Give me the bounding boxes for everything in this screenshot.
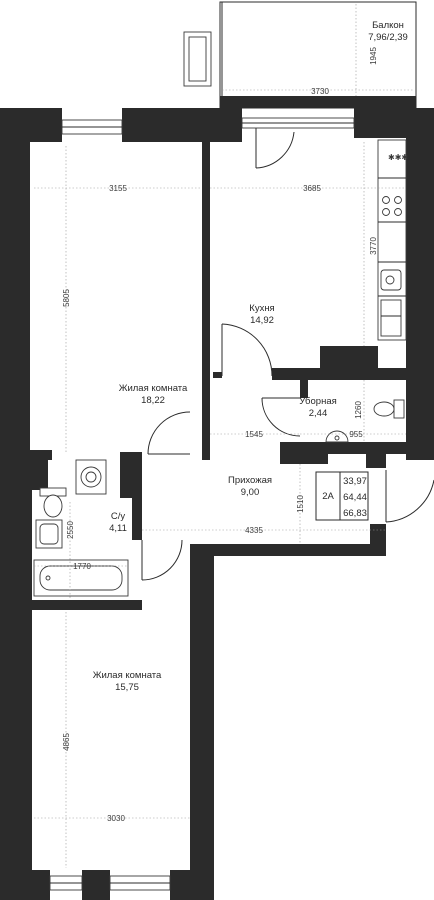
living-area-value: 33,97 [343,476,367,487]
living1-name: Жилая комната [119,383,188,394]
dim-living1-width: 3155 [109,184,127,193]
balcony-name: Балкон [372,20,404,31]
dim-toilet-depth: 1260 [354,401,363,419]
svg-text:✱✱✱: ✱✱✱ [388,153,408,162]
dim-living1-depth: 5805 [62,289,71,307]
dim-living2-width: 3030 [107,814,125,823]
dim-bath-depth: 2550 [66,521,75,539]
dim-living2-depth: 4865 [62,733,71,751]
dim-bath-width: 1770 [73,562,91,571]
bathroom-name: С/у [111,511,126,522]
door-swing-icon [141,128,434,581]
dim-kitchen-width: 3685 [303,184,321,193]
bath-sink-icon [35,519,63,549]
living2-area: 15,75 [115,682,139,693]
bathroom-area: 4,11 [109,523,127,534]
small-sink-icon [325,430,349,443]
dim-hall-width: 4335 [245,526,263,535]
fridge-icon [380,299,402,337]
kitchen-name: Кухня [249,303,274,314]
hallway-area: 9,00 [241,487,260,498]
stove-icon: ✱✱✱ [382,153,408,216]
dim-corridor-width: 1545 [245,430,263,439]
bathtub-icon [33,559,129,597]
washing-machine-icon [75,459,107,495]
kitchen-area: 14,92 [250,315,274,326]
toilet-name: Уборная [299,396,337,407]
dimension-labels: 1945 3730 3155 3685 3770 5805 1260 1545 … [62,47,378,823]
walls [0,108,434,900]
hallway-name: Прихожая [228,475,272,486]
dim-kitchen-depth: 3770 [369,237,378,255]
dim-toilet-width: 955 [349,430,363,439]
toilet-icon [373,399,405,419]
living2-name: Жилая комната [93,670,162,681]
dimension-lines [34,142,406,868]
balcony-side-window-icon [183,31,212,87]
dim-hall-depth: 1510 [296,495,305,513]
bath-toilet-icon [39,487,67,518]
room-labels: Балкон 7,96/2,39 Кухня 14,92 Жилая комна… [93,20,408,693]
windows [49,117,355,891]
apartment-type: 2А [322,491,334,502]
total-with-balcony-value: 66,83 [343,508,367,519]
toilet-area: 2,44 [309,408,328,419]
total-area-value: 64,44 [343,492,367,503]
balcony [183,1,417,109]
dim-balcony-width: 3730 [311,87,329,96]
sink-icon [380,269,402,291]
balcony-area: 7,96/2,39 [368,32,408,43]
dim-balcony-depth: 1945 [369,47,378,65]
apartment-summary: 2А 33,97 64,44 66,83 [315,471,369,521]
living1-area: 18,22 [141,395,165,406]
